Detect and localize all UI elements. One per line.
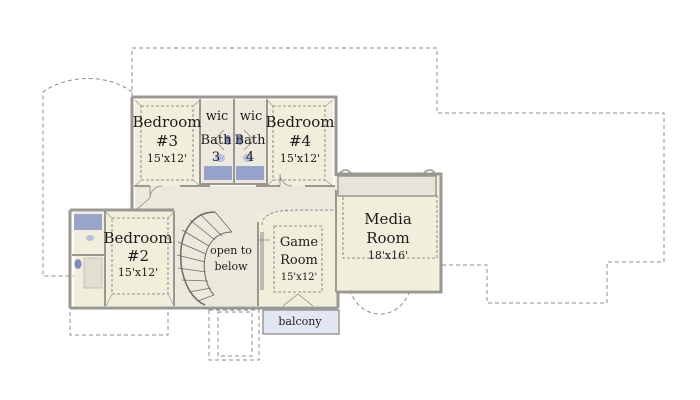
bedroom-4-size: 15'x12' xyxy=(280,152,320,165)
wic-left-label: wic xyxy=(206,109,229,124)
bath-3-number: 3 xyxy=(212,150,220,165)
media-room-line1: Media xyxy=(364,210,412,228)
open-to-below-line2: below xyxy=(214,260,248,273)
door-swings xyxy=(135,129,314,307)
wic-right-label: wic xyxy=(240,109,263,124)
bedroom-2-number: #2 xyxy=(127,247,149,265)
bedroom-4-name: Bedroom xyxy=(266,113,335,131)
bedroom-2-size: 15'x12' xyxy=(118,266,158,279)
tub-bedroom2 xyxy=(74,214,102,230)
bedroom-3-area xyxy=(135,100,200,186)
toilet-bedroom2 xyxy=(74,259,82,269)
bath-4-number: 4 xyxy=(246,150,254,165)
lower-floor-outline xyxy=(42,47,665,361)
bedroom-3-number: #3 xyxy=(156,132,178,150)
open-to-below-area xyxy=(174,212,258,306)
media-bay-window xyxy=(337,169,437,197)
media-room-line2: Room xyxy=(366,229,410,247)
toilet-bath3 xyxy=(225,135,231,145)
toilet-bath4 xyxy=(237,135,243,145)
hallway-area xyxy=(135,186,335,212)
bath-4-name: Bath xyxy=(235,133,267,148)
game-room-size: 15'x12' xyxy=(281,272,318,283)
bedroom-4-area xyxy=(267,100,333,186)
bath-3-name: Bath xyxy=(201,133,233,148)
game-room-line2: Room xyxy=(280,253,318,268)
walls xyxy=(68,95,443,310)
bedroom-2-name: Bedroom xyxy=(104,229,173,247)
sink-right xyxy=(243,154,253,162)
game-room-area xyxy=(258,212,338,306)
railing-arc xyxy=(261,209,334,226)
game-room-line1: Game xyxy=(280,235,318,250)
media-room-size: 18'x16' xyxy=(368,249,408,262)
balcony-label: balcony xyxy=(278,315,322,328)
shower-bedroom2 xyxy=(83,257,103,289)
tub-right xyxy=(236,166,264,180)
sink-left xyxy=(215,154,225,162)
bedroom-3-name: Bedroom xyxy=(133,113,202,131)
bedroom-3-size: 15'x12' xyxy=(147,152,187,165)
spiral-staircase xyxy=(176,211,233,306)
bedroom-4-number: #4 xyxy=(289,132,311,150)
bath-fixtures xyxy=(74,135,264,289)
tray-ceiling-diagonals xyxy=(105,99,334,307)
balcony-area xyxy=(262,309,340,335)
tub-left xyxy=(204,166,232,180)
open-to-below-line1: open to xyxy=(210,244,252,257)
sink-bedroom2 xyxy=(86,235,94,241)
interior-walls xyxy=(72,99,337,306)
room-labels: Bedroom #3 15'x12' wic wic Bath 3 Bath 4… xyxy=(104,109,412,328)
